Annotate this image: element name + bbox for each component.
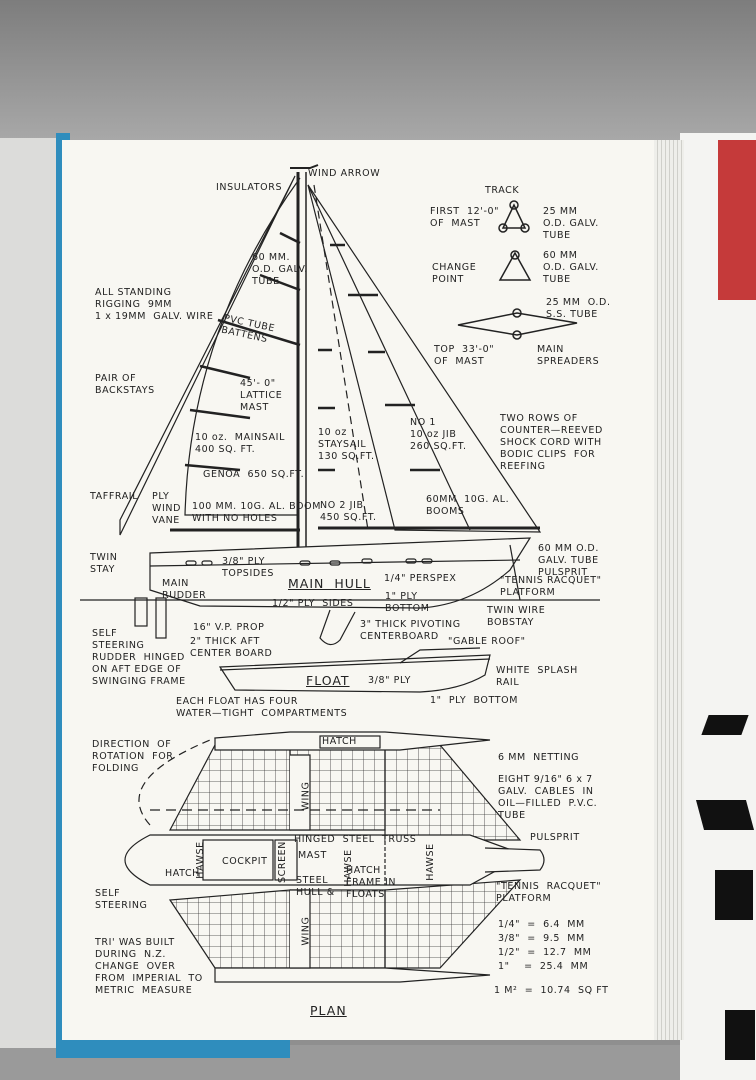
taffrail-label: TAFFRAIL: [90, 491, 139, 502]
main-hull-title: MAIN HULL: [288, 576, 371, 591]
pulsprit-label: PULSPRIT: [530, 832, 580, 843]
conversion-row: 3/8" = 9.5 MM: [498, 933, 585, 944]
spreaders-label: MAIN SPREADERS: [537, 344, 600, 367]
change-tube-label: 60 MM O.D. GALV. TUBE: [543, 250, 599, 285]
mast-tube-label: 60 MM. O.D. GALV. TUBE: [252, 252, 308, 287]
plan-view: [124, 731, 545, 983]
conversion-row: 1 M² = 10.74 SQ FT: [494, 985, 609, 996]
left-page: [0, 138, 58, 1048]
page-edges: [650, 140, 684, 1040]
plan-tennis-platform-label: "TENNIS RACQUET" PLATFORM: [496, 881, 602, 904]
wind-arrow-label: WIND ARROW: [308, 168, 381, 179]
hinged-truss-label: HINGED STEEL TRUSS: [294, 834, 417, 845]
sail-plan: [119, 164, 542, 548]
dust-jacket-red-area: [718, 140, 756, 300]
book-cover-edge: [60, 1040, 290, 1058]
netting-label: 6 MM NETTING: [498, 752, 580, 763]
change-point-label: CHANGE POINT: [432, 262, 477, 285]
conversion-row: 1/2" = 12.7 MM: [498, 947, 592, 958]
top-section-label: TOP 33'-0" OF MAST: [434, 344, 495, 367]
bobstay-label: TWIN WIRE BOBSTAY: [487, 605, 546, 628]
hatch-label: HATCH: [165, 868, 200, 879]
mast-label: MAST: [298, 850, 327, 861]
rotation-label: DIRECTION OF ROTATION FOR FOLDING: [92, 739, 174, 774]
jib2-label: NO 2 JIB 450 SQ.FT.: [320, 500, 377, 523]
booms-label: 60MM 10G. AL. BOOMS: [426, 494, 510, 517]
float-bottom-label: 1" PLY BOTTOM: [430, 695, 518, 706]
steel-hull-label: STEEL HULL &: [296, 875, 335, 898]
staysail-label: 10 oz STAYSAIL 130 SQ.FT.: [318, 427, 375, 462]
cover-illustration: [725, 1010, 755, 1060]
wing-top-label: WING: [300, 781, 312, 811]
pulsprit-tube-label: 60 MM O.D. GALV. TUBE PULSPRIT: [538, 543, 599, 578]
perspex-label: 1/4" PERSPEX: [384, 573, 457, 584]
insulators-label: INSULATORS: [216, 182, 283, 193]
cockpit-label: COCKPIT: [222, 856, 268, 867]
cables-label: EIGHT 9/16" 6 x 7 GALV. CABLES IN OIL—FI…: [498, 774, 598, 821]
first-section-label: FIRST 12'-0" OF MAST: [430, 206, 500, 229]
jib1-label: NO 1 10 oz JIB 260 SQ.FT.: [410, 417, 467, 452]
bottom-label: 1" PLY BOTTOM: [385, 591, 430, 614]
compartments-label: EACH FLOAT HAS FOUR WATER—TIGHT COMPARTM…: [176, 696, 348, 719]
tri-note: TRI' WAS BUILT DURING N.Z. CHANGE OVER F…: [95, 937, 203, 996]
shock-cord-label: TWO ROWS OF COUNTER—REEVED SHOCK CORD WI…: [500, 413, 603, 472]
hatch-frame-label: HATCH FRAME IN FLOATS: [346, 865, 397, 900]
aft-board-label: 2" THICK AFT CENTER BOARD: [190, 636, 273, 659]
self-steering-rudder-label: SELF STEERING RUDDER HINGED ON AFT EDGE …: [92, 628, 186, 687]
twin-stay-label: TWIN STAY: [90, 552, 118, 575]
wing-bottom-label: WING: [300, 916, 312, 946]
wind-vane-label: PLY WIND VANE: [152, 491, 182, 526]
background-top: [0, 0, 756, 140]
backstays-label: PAIR OF BACKSTAYS: [95, 373, 155, 396]
plan-title: PLAN: [310, 1003, 347, 1018]
topsides-label: 3/8" PLY TOPSIDES: [222, 556, 274, 579]
conversion-table: 1/4" = 6.4 MM 3/8" = 9.5 MM 1/2" = 12.7 …: [494, 919, 609, 997]
cover-illustration: [715, 870, 753, 920]
float-ply-label: 3/8" PLY: [368, 675, 412, 686]
mainsail-label: 10 oz. MAINSAIL 400 SQ. FT.: [195, 432, 285, 455]
lattice-mast-label: 45'- 0" LATTICE MAST: [240, 378, 283, 413]
hawse-fwd-label: HAWSE: [424, 843, 436, 881]
top-hatch-label: HATCH: [322, 736, 357, 747]
screen-label: SCREEN: [276, 841, 288, 883]
tennis-platform-label: "TENNIS RACQUET" PLATFORM: [500, 575, 602, 598]
main-rudder-label: MAIN RUDDER: [162, 578, 207, 601]
standing-rigging-label: ALL STANDING RIGGING 9MM 1 x 19MM GALV. …: [95, 287, 214, 322]
conversion-row: 1" = 25.4 MM: [498, 961, 589, 972]
main-hull-elevation: [80, 537, 600, 646]
track-label: TRACK: [485, 185, 520, 196]
self-steering-label: SELF STEERING: [95, 888, 148, 911]
gable-roof-label: "GABLE ROOF": [448, 636, 526, 647]
prop-label: 16" V.P. PROP: [193, 622, 265, 633]
conversion-row: 1/4" = 6.4 MM: [498, 919, 585, 930]
float-title: FLOAT: [306, 673, 350, 688]
genoa-label: GENOA 650 SQ.FT.: [203, 469, 305, 480]
splash-rail-label: WHITE SPLASH RAIL: [496, 665, 578, 688]
sides-label: 1/2" PLY SIDES: [272, 598, 354, 609]
first-tube-label: 25 MM O.D. GALV. TUBE: [543, 206, 599, 241]
boom-label: 100 MM. 10G. AL. BOOM WITH NO HOLES: [192, 501, 322, 524]
ss-tube-label: 25 MM O.D. S.S. TUBE: [546, 297, 611, 320]
centerboard-label: 3" THICK PIVOTING CENTERBOARD: [360, 619, 461, 642]
float-elevation: [218, 647, 491, 693]
